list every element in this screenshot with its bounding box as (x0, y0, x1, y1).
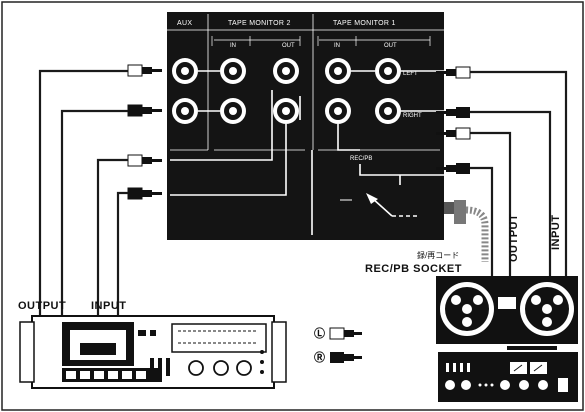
rca-plug-right-4 (436, 163, 470, 174)
amplifier-rear-panel: AUX TAPE MONITOR 2 TAPE MONITOR 1 IN OUT… (167, 12, 444, 240)
aux-left-jack[interactable] (172, 58, 198, 84)
reel-to-reel-deck (436, 276, 578, 402)
tm2-out-left-jack[interactable] (273, 58, 299, 84)
tm2-out-right-jack[interactable] (273, 98, 299, 124)
tape-monitor-2-label: TAPE MONITOR 2 (228, 20, 291, 27)
legend-right-symbol: Ⓡ (314, 350, 326, 364)
legend-plug-white (329, 327, 362, 340)
cassette-deck (19, 315, 287, 389)
tm1-out-left-jack[interactable] (375, 58, 401, 84)
legend-plug-black (330, 352, 362, 363)
tm1-out-label: OUT (384, 43, 397, 49)
rca-plug-right-2 (127, 187, 162, 200)
left-side-plugs (38, 64, 162, 316)
legend-left-symbol: Ⓛ (314, 326, 326, 340)
tm2-out-label: OUT (282, 43, 295, 49)
rca-plug-left-2 (127, 154, 162, 167)
tm2-in-right-jack[interactable] (220, 98, 246, 124)
tm1-in-right-jack[interactable] (325, 98, 351, 124)
tm2-in-left-jack[interactable] (220, 58, 246, 84)
tm1-in-left-jack[interactable] (325, 58, 351, 84)
cassette-input-label: INPUT (91, 300, 127, 312)
reel-output-label: OUTPUT (508, 214, 520, 262)
rca-plug-right-1 (127, 104, 162, 117)
tm1-in-label: IN (334, 43, 340, 49)
reel-input-label: INPUT (550, 215, 562, 251)
tm2-in-label: IN (230, 43, 236, 49)
left-channel-label: LEFT (403, 71, 418, 77)
rca-plug-right-3 (436, 107, 470, 118)
rec-pb-cord-label: 録/再コード (417, 250, 459, 260)
cassette-output-label: OUTPUT (18, 300, 66, 312)
right-side-plugs (436, 66, 568, 276)
tm1-out-right-jack[interactable] (375, 98, 401, 124)
right-channel-label: RIGHT (403, 113, 422, 119)
aux-label: AUX (177, 20, 192, 27)
rca-plug-left-1 (127, 64, 162, 77)
channel-legend: Ⓛ Ⓡ (314, 326, 362, 364)
rec-pb-cord (444, 200, 489, 262)
arrow-icon (366, 193, 378, 204)
tape-monitor-1-label: TAPE MONITOR 1 (333, 20, 396, 27)
rec-pb-socket-panel-label: REC/PB (350, 156, 372, 162)
rec-pb-socket-label: REC/PB SOCKET (365, 263, 462, 275)
aux-right-jack[interactable] (172, 98, 198, 124)
